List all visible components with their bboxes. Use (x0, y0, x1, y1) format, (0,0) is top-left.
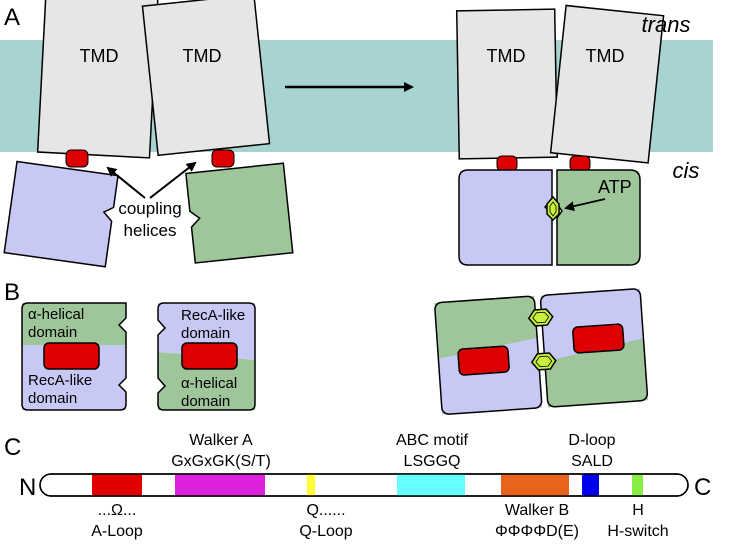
reca-nbd-closed (458, 169, 553, 266)
d-loop-sequence: SALD (571, 453, 613, 470)
tmd-label-left-2: TMD (183, 46, 222, 66)
h-switch-residue: H (632, 502, 644, 519)
coupling-arrow-1 (106, 166, 146, 199)
reca-domain-label-1b: domain (28, 390, 77, 407)
a-loop-segment (92, 474, 142, 496)
nbd-left-b (21, 302, 127, 411)
walker-b-segment (501, 474, 569, 496)
reca-domain-label-2a: RecA-like (181, 307, 245, 324)
tmd-right-1 (455, 8, 559, 160)
panel-b-label: B (4, 279, 20, 306)
panel-a-label: A (4, 4, 20, 31)
d-loop-label: D-loop (568, 432, 615, 449)
trans-label: trans (642, 12, 691, 37)
atp-inner-ring (549, 201, 557, 217)
n-terminus-label: N (19, 474, 36, 501)
atp-dimer-bottom (530, 352, 557, 371)
tmd-left-1 (36, 0, 159, 159)
walker-b-label: Walker B (505, 502, 569, 519)
coupling-helix-b-right (181, 342, 238, 370)
coupling-label-line1: coupling (118, 199, 181, 218)
a-loop-sequence: ...Ω... (98, 502, 137, 519)
walker-a-segment (175, 474, 265, 496)
atp-arrow (564, 198, 606, 212)
coupling-label-line2: helices (124, 221, 177, 240)
coupling-arrow-2 (149, 161, 197, 199)
atp-molecule-a (546, 195, 560, 222)
walker-b-sequence: ΦΦΦΦD(E) (495, 523, 579, 540)
sequence-bar-outline (39, 473, 689, 497)
d-loop-segment (582, 474, 599, 496)
atp-dimer-top-ring (532, 311, 550, 324)
abc-motif-segment (397, 474, 465, 496)
c-terminus-label: C (694, 474, 711, 501)
a-loop-label: A-Loop (91, 523, 143, 540)
atp-dimer-bottom-ring (535, 355, 553, 368)
q-loop-segment (307, 474, 315, 496)
alpha-domain-label-1b: domain (28, 324, 77, 341)
walker-a-sequence: GxGxGK(S/T) (171, 453, 271, 470)
abc-motif-sequence: LSGGQ (404, 453, 461, 470)
reca-domain-label-2b: domain (181, 325, 230, 342)
cis-label: cis (673, 158, 700, 183)
tmd-right-2 (549, 4, 665, 164)
abc-motif-label: ABC motif (396, 432, 469, 449)
q-loop-sequence: Q...... (306, 502, 345, 519)
reca-nbd-left-open (3, 160, 119, 268)
alpha-domain-label-1a: α-helical (28, 306, 84, 323)
panel-c-label: C (4, 434, 21, 461)
walker-a-label: Walker A (189, 432, 253, 449)
coupling-helix-right-1 (496, 155, 518, 172)
atp-dimer-top (527, 308, 554, 327)
alpha-domain-label-2b: domain (181, 393, 230, 410)
coupling-helix-dimer-right (572, 323, 625, 354)
q-loop-label: Q-Loop (299, 523, 352, 540)
alpha-nbd-closed (556, 169, 641, 266)
tmd-label-right-1: TMD (487, 46, 526, 66)
alpha-domain-label-2a: α-helical (181, 375, 237, 392)
tmd-left-2 (141, 0, 271, 157)
atp-label: ATP (598, 177, 632, 197)
tmd-label-right-2: TMD (586, 46, 625, 66)
h-switch-segment (632, 474, 643, 496)
coupling-helix-right-2 (569, 155, 591, 172)
alpha-nbd-right-open (185, 162, 294, 264)
coupling-helix-left-2 (211, 149, 235, 168)
reca-domain-label-1a: RecA-like (28, 372, 92, 389)
coupling-helix-b-left (43, 342, 100, 370)
coupling-helix-dimer-left (457, 345, 510, 376)
h-switch-label: H-switch (607, 523, 668, 540)
tmd-label-left-1: TMD (80, 46, 119, 66)
coupling-helix-left-1 (65, 149, 89, 168)
nbd-dimer-closed (434, 288, 649, 415)
